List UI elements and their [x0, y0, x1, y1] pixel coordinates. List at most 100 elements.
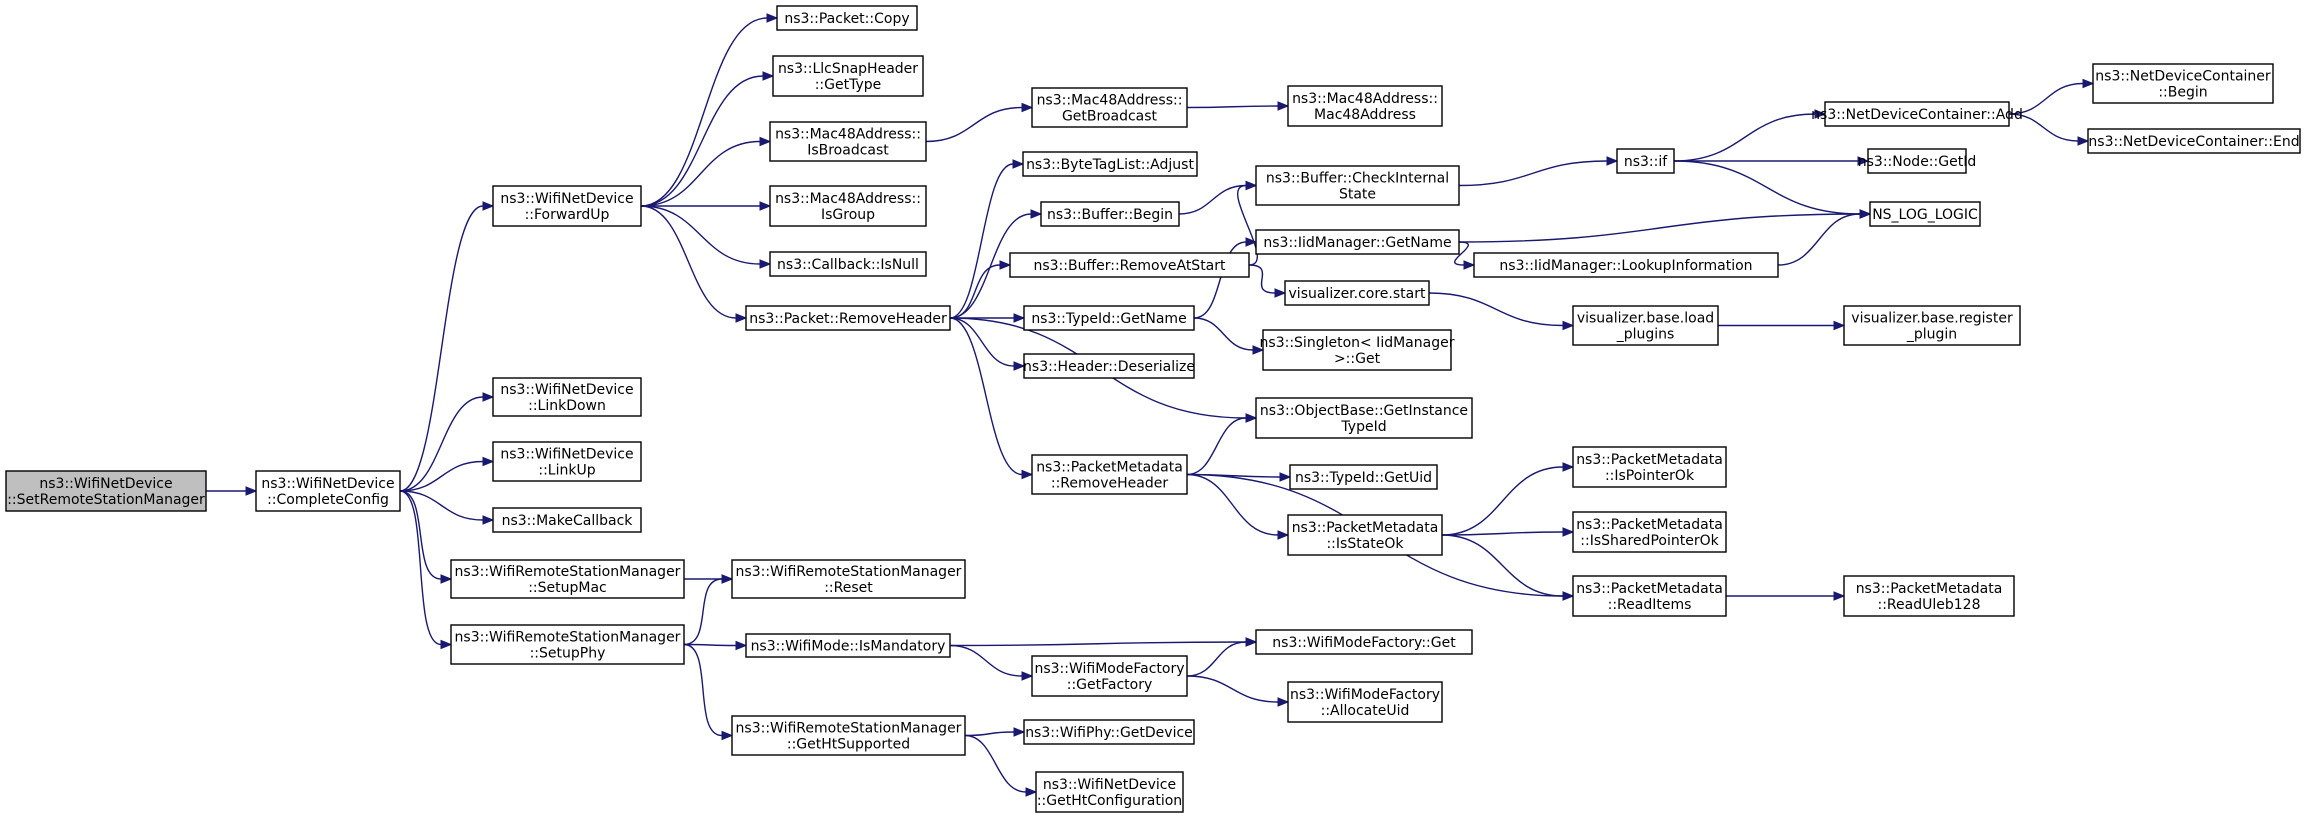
edge-pm-isstateok-to-pm-readitems: [1441, 534, 1575, 601]
node-box: [255, 470, 401, 512]
node-buffer-removeatstart[interactable]: ns3::Buffer::RemoveAtStart: [1009, 252, 1250, 278]
node-box: [450, 559, 685, 599]
edge-complete-config-to-setup-phy: [399, 490, 453, 650]
node-label: ns3::WifiRemoteStationManager: [736, 721, 962, 737]
node-label: ns3::WifiNetDevice: [500, 382, 633, 398]
node-wifiphy-getdevice[interactable]: ns3::WifiPhy::GetDevice: [1023, 719, 1195, 745]
edge-buffer-checkinternal-to-ns3-if: [1458, 156, 1619, 187]
node-pm-readitems[interactable]: ns3::PacketMetadata::ReadItems: [1572, 575, 1727, 617]
node-box: [1867, 148, 1967, 174]
node-box: [1572, 446, 1727, 488]
node-pm-readuleb128[interactable]: ns3::PacketMetadata::ReadUleb128: [1843, 575, 2015, 617]
node-label: ns3::Buffer::CheckInternal: [1266, 171, 1449, 187]
node-label: ns3::PacketMetadata: [1576, 517, 1723, 533]
node-ndc-add[interactable]: ns3::NetDeviceContainer::Add: [1811, 101, 2023, 127]
edge-buffer-begin-to-buffer-checkinternal: [1178, 180, 1258, 215]
node-ndc-end[interactable]: ns3::NetDeviceContainer::End: [2087, 128, 2301, 154]
node-singleton-get[interactable]: ns3::Singleton< IidManager >::Get: [1260, 329, 1455, 371]
node-make-callback[interactable]: ns3::MakeCallback: [492, 507, 642, 533]
node-iidmanager-lookup[interactable]: ns3::IidManager::LookupInformation: [1473, 252, 1779, 278]
edge-visualizer-core-start-to-visualizer-base-load: [1428, 292, 1575, 331]
node-packet-copy[interactable]: ns3::Packet::Copy: [776, 5, 918, 31]
node-header-deserialize[interactable]: ns3::Header::Deserialize: [1023, 353, 1195, 379]
node-ns3-if[interactable]: ns3::if: [1616, 148, 1675, 174]
node-wrsm-getht[interactable]: ns3::WifiRemoteStationManager::GetHtSupp…: [731, 715, 966, 756]
node-link-down[interactable]: ns3::WifiNetDevice::LinkDown: [492, 377, 642, 417]
node-box: [1255, 165, 1460, 206]
node-box: [492, 441, 642, 482]
edge-complete-config-to-link-up: [399, 456, 495, 492]
node-iidmanager-getname[interactable]: ns3::IidManager::GetName: [1255, 229, 1460, 255]
node-pm-removeheader[interactable]: ns3::PacketMetadata::RemoveHeader: [1031, 454, 1188, 495]
node-box: [1031, 655, 1188, 697]
node-label: ns3::WifiPhy::GetDevice: [1025, 725, 1193, 741]
node-wrsm-reset[interactable]: ns3::WifiRemoteStationManager::Reset: [731, 559, 966, 599]
node-wmf-getfactory[interactable]: ns3::WifiModeFactory::GetFactory: [1031, 655, 1188, 697]
node-mac48-getbroadcast[interactable]: ns3::Mac48Address::GetBroadcast: [1031, 87, 1188, 128]
node-box: [1022, 151, 1198, 177]
node-pm-isstateok[interactable]: ns3::PacketMetadata::IsStateOk: [1287, 514, 1443, 556]
node-mac48-isbroadcast[interactable]: ns3::Mac48Address::IsBroadcast: [769, 121, 927, 162]
node-label: ::AllocateUid: [1321, 703, 1410, 719]
node-visualizer-base-register[interactable]: visualizer.base.register_plugin: [1843, 305, 2021, 346]
node-wmf-get[interactable]: ns3::WifiModeFactory::Get: [1255, 629, 1473, 655]
node-wnd-gethtconfig[interactable]: ns3::WifiNetDevice::GetHtConfiguration: [1035, 771, 1184, 813]
node-complete-config[interactable]: ns3::WifiNetDevice::CompleteConfig: [255, 470, 401, 512]
node-box: [1023, 719, 1195, 745]
node-visualizer-core-start[interactable]: visualizer.core.start: [1284, 280, 1430, 306]
node-typeid-getuid[interactable]: ns3::TypeId::GetUid: [1289, 464, 1438, 490]
node-setup-mac[interactable]: ns3::WifiRemoteStationManager::SetupMac: [450, 559, 685, 599]
node-callback-isnull[interactable]: ns3::Callback::IsNull: [769, 251, 927, 277]
node-forward-up[interactable]: ns3::WifiNetDevice::ForwardUp: [492, 185, 642, 227]
node-set-remote[interactable]: ns3::WifiNetDevice::SetRemoteStationMana…: [5, 470, 207, 512]
node-setup-phy[interactable]: ns3::WifiRemoteStationManager::SetupPhy: [450, 624, 685, 665]
node-packet-removeheader[interactable]: ns3::Packet::RemoveHeader: [745, 305, 951, 331]
edge-wrsm-getht-to-wifiphy-getdevice: [964, 727, 1026, 737]
edge-complete-config-to-forward-up: [399, 201, 495, 492]
node-typeid-getname[interactable]: ns3::TypeId::GetName: [1023, 305, 1195, 331]
node-label: ns3::WifiNetDevice: [1043, 777, 1176, 793]
node-label: ns3::Singleton< IidManager: [1260, 335, 1455, 351]
node-box: [1824, 101, 2010, 127]
node-box: [1009, 252, 1250, 278]
node-box: [1284, 280, 1430, 306]
node-mac48-isgroup[interactable]: ns3::Mac48Address::IsGroup: [769, 185, 927, 227]
node-box: [1287, 514, 1443, 556]
nodes-layer: ns3::WifiNetDevice::SetRemoteStationMana…: [5, 5, 2301, 813]
node-visualizer-base-load[interactable]: visualizer.base.load_plugins: [1572, 305, 1719, 346]
node-box: [1843, 305, 2021, 346]
node-label: ns3::IidManager::LookupInformation: [1499, 258, 1752, 274]
edge-mac48-isbroadcast-to-mac48-getbroadcast: [925, 102, 1034, 143]
node-link-up[interactable]: ns3::WifiNetDevice::LinkUp: [492, 441, 642, 482]
node-label: ::RemoveHeader: [1051, 476, 1168, 492]
node-box: [1031, 87, 1188, 128]
node-label: ns3::Header::Deserialize: [1023, 359, 1195, 375]
node-wifimode-ismandatory[interactable]: ns3::WifiMode::IsMandatory: [745, 633, 951, 658]
node-pm-ispointerok[interactable]: ns3::PacketMetadata::IsPointerOk: [1572, 446, 1727, 488]
node-mac48-mac48address[interactable]: ns3::Mac48Address::Mac48Address: [1287, 85, 1443, 127]
node-box: [745, 305, 951, 331]
node-pm-issharedpointerok[interactable]: ns3::PacketMetadata::IsSharedPointerOk: [1572, 511, 1727, 553]
node-label: ns3::WifiMode::IsMandatory: [751, 639, 946, 655]
edge-packet-removeheader-to-buffer-removeatstart: [949, 260, 1012, 319]
node-ndc-begin[interactable]: ns3::NetDeviceContainer::Begin: [2092, 63, 2274, 104]
node-label: ns3::PacketMetadata: [1576, 581, 1723, 597]
node-ns-log-logic[interactable]: NS_LOG_LOGIC: [1869, 201, 1981, 227]
node-box: [2087, 128, 2301, 154]
node-box: [1023, 353, 1195, 379]
node-label: ::GetFactory: [1067, 677, 1153, 693]
node-label: ns3::WifiNetDevice: [500, 191, 633, 207]
node-bytetaglist-adjust[interactable]: ns3::ByteTagList::Adjust: [1022, 151, 1198, 177]
node-label: ns3::Mac48Address::: [775, 191, 921, 207]
node-llc-gettype[interactable]: ns3::LlcSnapHeader::GetType: [772, 55, 924, 97]
node-wmf-allocateuid[interactable]: ns3::WifiModeFactory::AllocateUid: [1287, 681, 1443, 723]
node-label: _plugins: [1616, 327, 1675, 343]
node-label: ns3::ByteTagList::Adjust: [1026, 157, 1194, 173]
node-node-getid[interactable]: ns3::Node::GetId: [1858, 148, 1976, 174]
node-buffer-begin[interactable]: ns3::Buffer::Begin: [1040, 201, 1180, 227]
edge-iidmanager-getname-to-ns-log-logic: [1458, 209, 1872, 243]
edge-forward-up-to-llc-gettype: [640, 71, 775, 207]
node-label: ::LinkUp: [538, 463, 595, 479]
